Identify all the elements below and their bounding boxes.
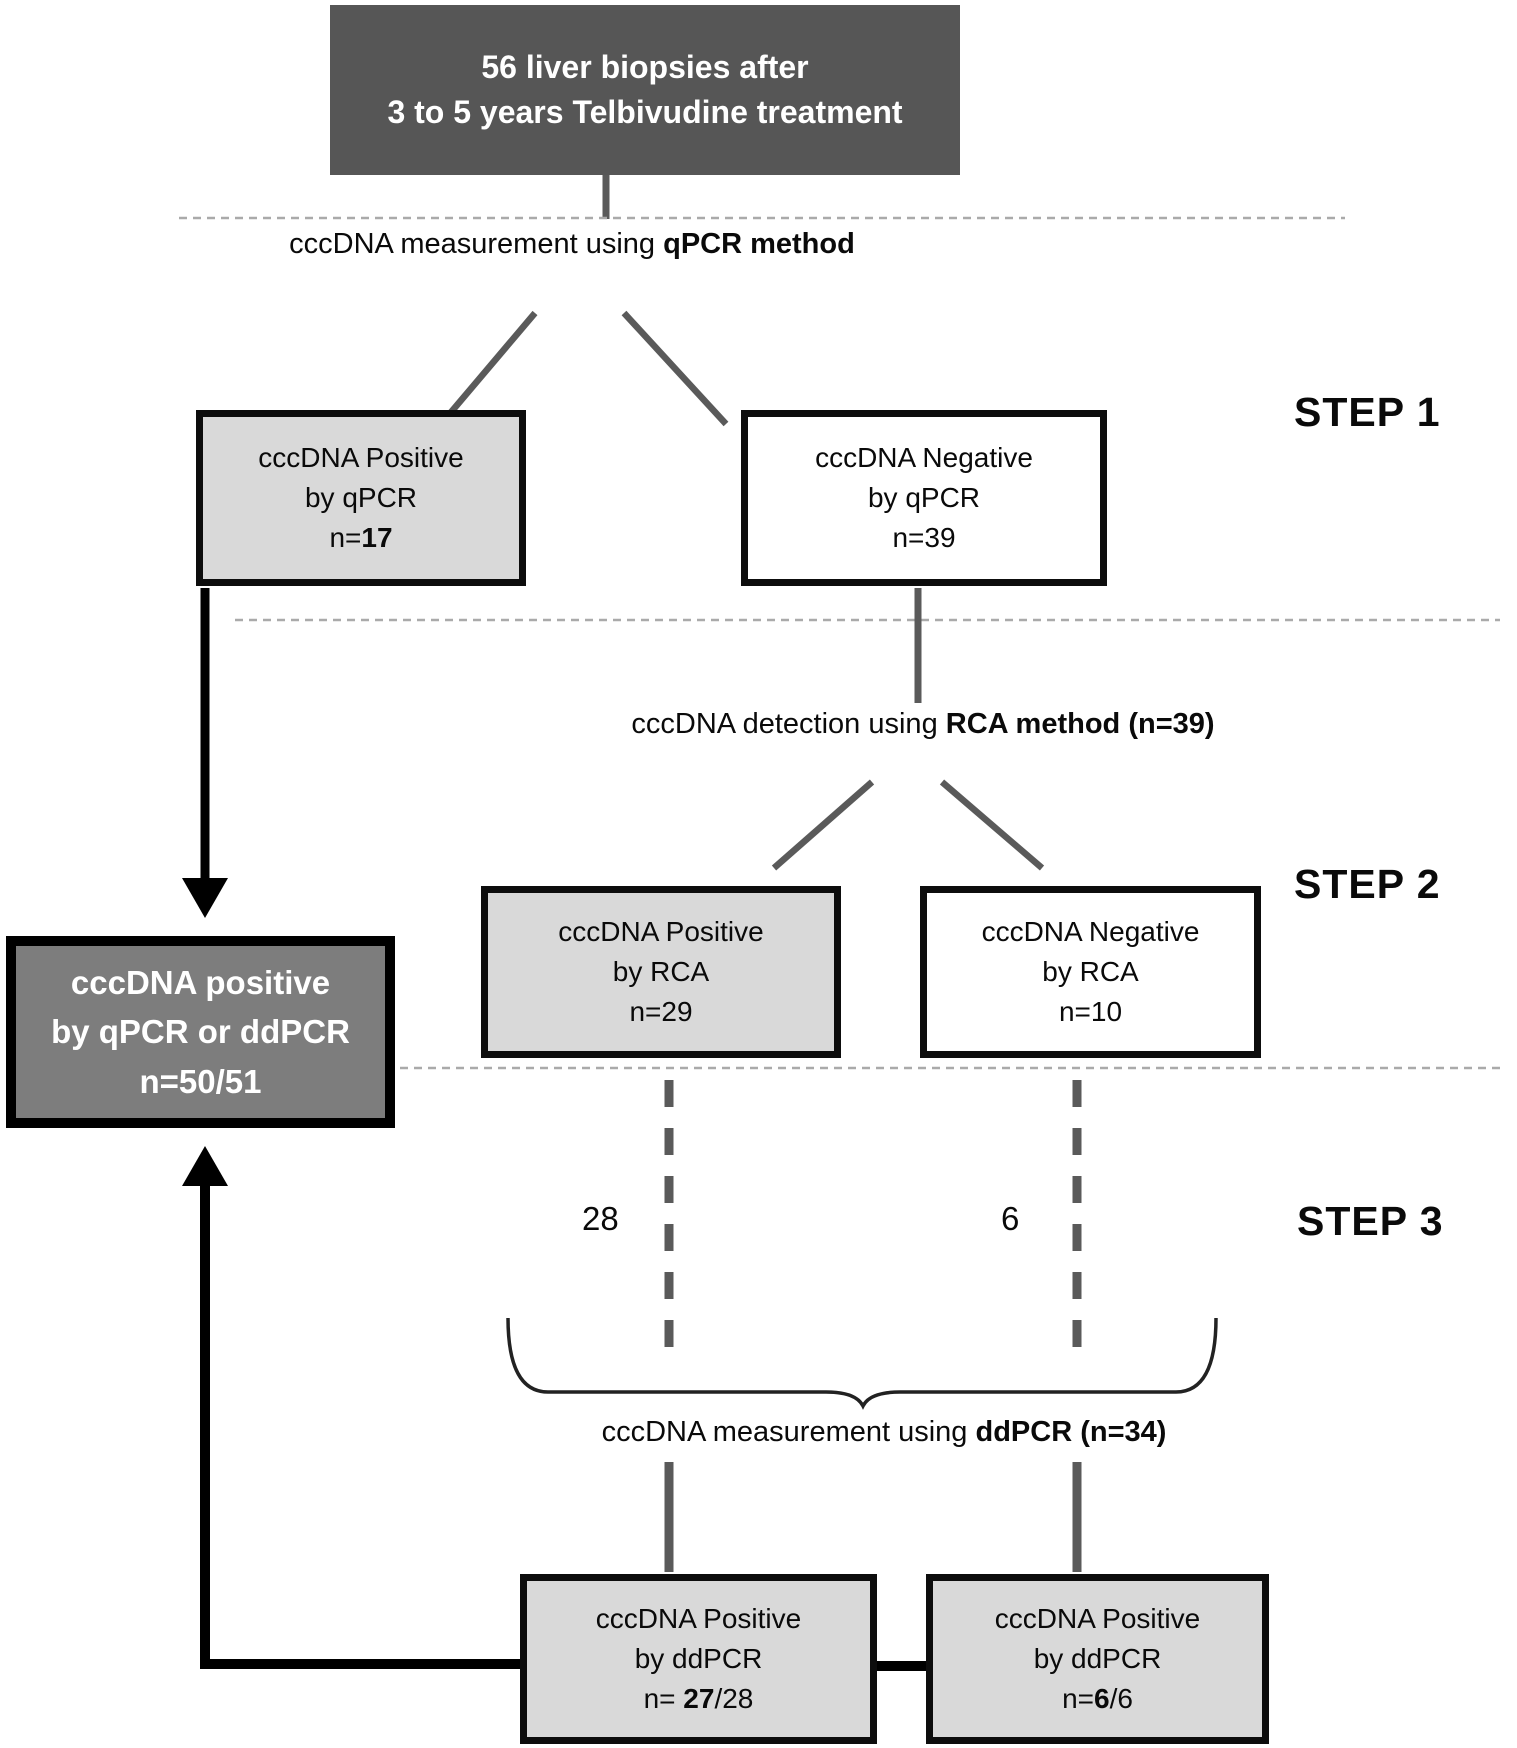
- qpcr-negative-count: n=39: [892, 522, 956, 554]
- count-6-label: 6: [1001, 1200, 1020, 1237]
- ddpcr-right-count: n=6/6: [1062, 1679, 1133, 1719]
- qpcr-negative-line1: cccDNA Negative: [815, 441, 1033, 473]
- qpcr-positive-line2: by qPCR: [304, 481, 418, 513]
- ddpcr-right-count-bold: 6: [1094, 1683, 1110, 1715]
- rca-positive-line2: by RCA: [612, 955, 710, 987]
- step1-label: STEP 1: [1294, 389, 1441, 435]
- qpcr-negative-line2: by qPCR: [867, 481, 981, 513]
- step2-diagonal-right: [939, 779, 1045, 871]
- qpcr-positive-count-bold: 17: [361, 522, 393, 554]
- ddpcr-left-line2: by ddPCR: [634, 1642, 763, 1674]
- ddpcr-method-regular: cccDNA measurement using: [601, 1416, 976, 1448]
- liver-biopsies-line1: 56 liver biopsies after: [481, 49, 809, 86]
- qpcr-positive-line1: cccDNA Positive: [258, 441, 464, 473]
- qpcr-positive-box: cccDNA Positive by qPCR n=17: [196, 410, 526, 586]
- count-28-label: 28: [582, 1200, 619, 1237]
- rca-positive-box: cccDNA Positive by RCA n=29: [481, 886, 841, 1058]
- rca-negative-line2: by RCA: [1042, 955, 1139, 987]
- ddpcr-right-count-suffix: /6: [1109, 1683, 1133, 1715]
- ddpcr-left-count: n= 27/28: [644, 1679, 754, 1719]
- cccdna-positive-result-box: cccDNA positive by qPCR or ddPCR n=50/51: [6, 936, 395, 1128]
- step1-diagonal-right: [621, 310, 729, 427]
- qpcr-negative-box: cccDNA Negative by qPCR n=39: [741, 410, 1107, 586]
- ddpcr-positive-right-box: cccDNA Positive by ddPCR n=6/6: [926, 1574, 1269, 1744]
- qpcr-method-regular: cccDNA measurement using: [289, 228, 664, 260]
- qpcr-method-bold: qPCR method: [663, 228, 855, 260]
- result-arrowhead-up: [182, 1146, 228, 1186]
- step2-label: STEP 2: [1294, 861, 1441, 907]
- ddpcr-left-line1: cccDNA Positive: [595, 1602, 802, 1634]
- qpcr-positive-count: n=17: [329, 518, 392, 558]
- ddpcr-right-line2: by ddPCR: [1033, 1642, 1162, 1674]
- step3-label: STEP 3: [1297, 1198, 1444, 1244]
- result-line3: n=50/51: [139, 1062, 262, 1100]
- ddpcr-left-count-suffix: /28: [714, 1683, 754, 1715]
- ddpcr-grouping-brace: [506, 1317, 1218, 1410]
- ddpcr-method-bold: ddPCR (n=34): [975, 1416, 1167, 1448]
- rca-method-text: cccDNA detection using RCA method (n=39): [560, 708, 1286, 741]
- rca-negative-box: cccDNA Negative by RCA n=10: [920, 886, 1261, 1058]
- result-line2: by qPCR or ddPCR: [51, 1013, 350, 1051]
- ddpcr-positive-left-box: cccDNA Positive by ddPCR n= 27/28: [520, 1574, 877, 1744]
- step2-diagonal-left: [771, 779, 875, 871]
- ddpcr-left-count-prefix: n=: [643, 1683, 684, 1715]
- qpcr-positive-arrowhead-down: [182, 878, 228, 918]
- rca-negative-line1: cccDNA Negative: [981, 915, 1200, 947]
- liver-biopsies-box: 56 liver biopsies after 3 to 5 years Tel…: [330, 5, 960, 175]
- rca-method-bold: RCA method (n=39): [945, 708, 1215, 740]
- ddpcr-right-count-prefix: n=: [1062, 1683, 1094, 1715]
- qpcr-method-text: cccDNA measurement using qPCR method: [222, 228, 922, 261]
- result-line1: cccDNA positive: [70, 963, 331, 1001]
- liver-biopsies-line2: 3 to 5 years Telbivudine treatment: [387, 94, 903, 130]
- qpcr-positive-count-prefix: n=: [329, 522, 362, 554]
- ddpcr-method-text: cccDNA measurement using ddPCR (n=34): [534, 1416, 1234, 1449]
- ddpcr-left-count-bold: 27: [683, 1683, 715, 1715]
- rca-negative-count: n=10: [1058, 996, 1123, 1028]
- step1-diagonal-left: [438, 310, 538, 427]
- rca-method-regular: cccDNA detection using: [631, 708, 946, 740]
- ddpcr-right-line1: cccDNA Positive: [994, 1602, 1201, 1634]
- rca-positive-count: n=29: [629, 996, 693, 1028]
- rca-positive-line1: cccDNA Positive: [558, 915, 764, 947]
